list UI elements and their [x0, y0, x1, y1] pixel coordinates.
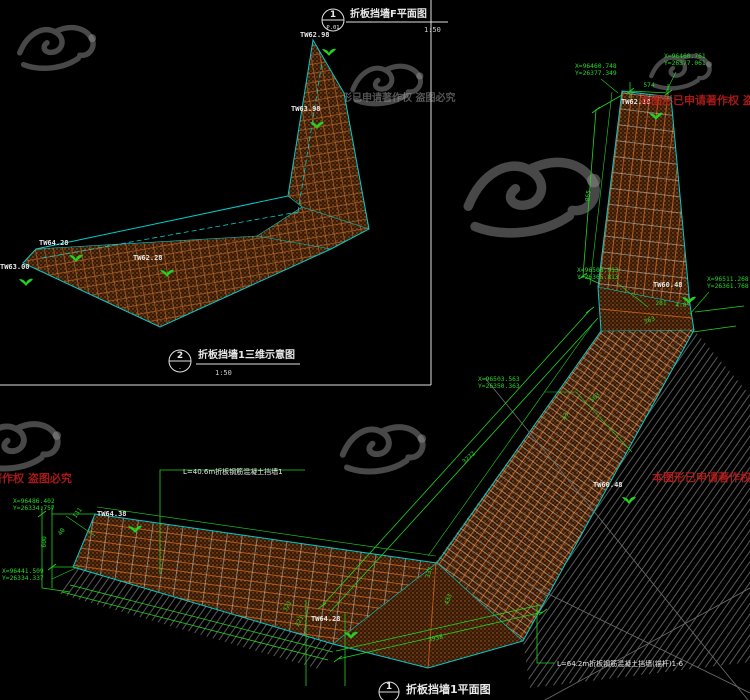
spot-elevation-label: TW62.98 [300, 31, 330, 39]
title-bubble-ref: P.01 [326, 25, 339, 31]
elevation-labels: TW62.18TW60.48TW60.48TW64.28TW64.38TW62.… [0, 31, 683, 623]
title-bubble-number: 2 [177, 351, 183, 361]
note-leader [159, 469, 305, 574]
drawing-title: 折板挡墙1三维示意图 [198, 348, 295, 361]
dimension-label: 4.0 [675, 302, 686, 309]
brand-dragon-logo-icon [468, 162, 600, 232]
dimension-label: 43 [561, 411, 570, 421]
title-bubble-ref: - [178, 366, 181, 372]
brand-dragon-logo-icon [0, 424, 61, 468]
title-bubble-number: 1 [330, 10, 336, 20]
dimension-label: 221 [294, 614, 306, 627]
spot-elevation-label: TW64.28 [39, 239, 69, 247]
note-leader [536, 606, 554, 664]
dimension-label: 321 [282, 599, 294, 612]
construction-lines [484, 377, 750, 700]
drawing-scale: 1:50 [424, 26, 441, 34]
dimension-label: 3272 [461, 450, 477, 465]
title-bubble-number: 1 [386, 682, 392, 692]
watermark-red-layer: 本图形已申请著作权 盗图必究 本图形已申请著作权 盗图必究 本图形已申请著作权 … [0, 93, 750, 485]
wall-fold-lines [332, 286, 695, 669]
dimension-label: 600 [41, 536, 49, 548]
spot-elevation-label: TW63.98 [291, 105, 321, 113]
copyright-watermark-gray: 本图形已申请著作权 盗图必究 [322, 91, 455, 104]
wall-note-label: L=40.6m折板钢筋混凝土挡墙1 [183, 467, 283, 476]
spot-elevation-label: TW64.38 [97, 510, 127, 518]
drawing-title: 折板挡墙1平面图 [406, 682, 491, 696]
dimension-label: 281 [655, 300, 666, 307]
spot-elevation-label: TW63.00 [0, 263, 30, 271]
inset-viewport-3d [0, 0, 432, 386]
spot-elevation-marker-icon [322, 48, 336, 56]
wall-band-fills [73, 91, 694, 668]
dimension-label: 40 [57, 527, 67, 537]
copyright-watermark-red: 本图形已申请著作权 盗图必究 [0, 471, 72, 485]
watermark-layer: 本图形已申请著作权 盗图必究 [0, 28, 712, 472]
drawing-scale: 1:50 [215, 369, 232, 377]
spot-elevation-label: TW60.48 [653, 281, 683, 289]
dimension-label: 574 [643, 82, 654, 89]
wall-note-label: L=64.2m折板钢筋混凝土挡墙(锚杆)1-6 [557, 659, 684, 668]
iso-wall-edges [22, 38, 370, 328]
spot-elevation-marker-icon [19, 278, 33, 286]
brand-dragon-logo-icon [343, 427, 426, 471]
title-iso-view: 2 - 折板挡墙1三维示意图 1:50 [168, 348, 300, 377]
spot-elevation-label: TW64.28 [311, 615, 341, 623]
dimension-label: 3938 [428, 633, 444, 643]
copyright-watermark-red: 本图形已申请著作权 盗图必究 [652, 470, 750, 484]
hidden-edge-dashed [41, 211, 299, 259]
dimension-lines [37, 71, 745, 686]
spot-elevation-label: TW62.18 [621, 98, 651, 106]
brand-dragon-logo-icon [20, 28, 96, 69]
drawing-title: 折板挡墙F平面图 [350, 7, 427, 20]
dimension-label: 337 [425, 566, 435, 579]
dimension-label: 363 [643, 315, 656, 325]
spot-elevation-label: TW60.48 [593, 481, 623, 489]
main-plan [37, 71, 750, 700]
title-plan-bottom: 1 折板挡墙1平面图 [378, 681, 491, 700]
title-plan-top: 1 P.01 折板挡墙F平面图 1:50 [321, 7, 448, 34]
hidden-edge-dashed [297, 61, 323, 213]
copyright-watermark-red: 本图形已申请著作权 盗图必究 [640, 93, 750, 107]
slope-hatch-region [60, 567, 333, 670]
spot-elevation-label: TW62.28 [133, 254, 163, 262]
dimension-label: 433 [443, 593, 453, 606]
dimension-label: 131 [72, 506, 84, 519]
dimension-label: 865 [584, 190, 592, 202]
slope-hatch-region [523, 330, 750, 688]
iso-wall-faces [23, 40, 369, 327]
